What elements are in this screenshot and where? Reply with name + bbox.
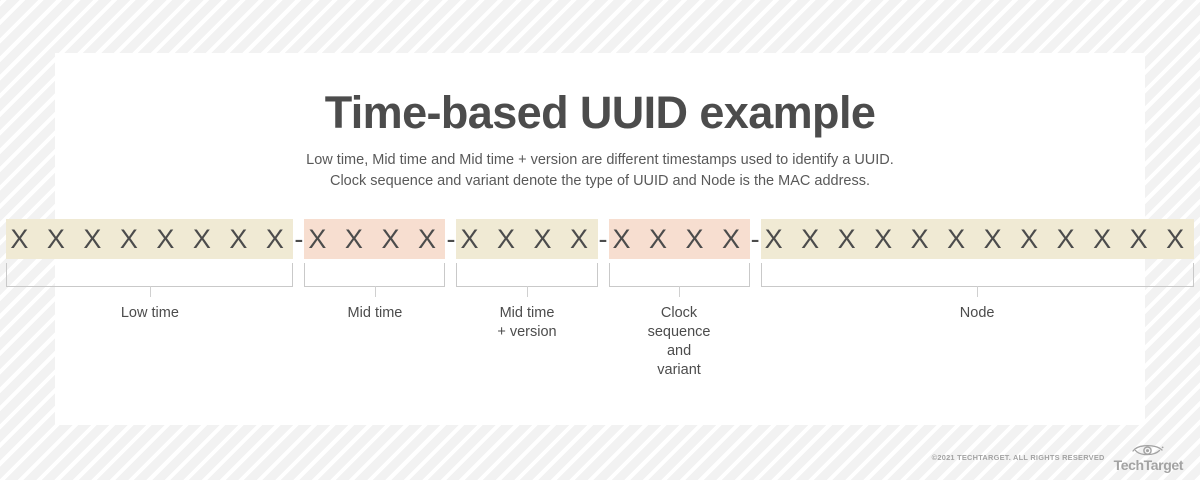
- copyright-text: ©2021 TECHTARGET. ALL RIGHTS RESERVED: [931, 452, 1105, 462]
- content-card: Time-based UUID example Low time, Mid ti…: [6, 53, 1194, 425]
- techtarget-logo: TechTarget: [1114, 442, 1183, 472]
- page-subtitle: Low time, Mid time and Mid time + versio…: [55, 150, 1145, 191]
- segment-bracket: [456, 263, 598, 298]
- segment-bracket: [6, 263, 294, 298]
- uuid-segment-node: X X X X X X X X X X X X Node: [760, 219, 1194, 379]
- uuid-separator: -: [294, 223, 304, 254]
- segment-label: Mid time + version: [497, 305, 557, 341]
- segment-label: Mid time: [347, 305, 403, 322]
- segment-label: Node: [959, 305, 995, 322]
- segment-chars: X X X X: [456, 219, 598, 260]
- uuid-segment-low-time: X X X X X X X X Low time: [6, 219, 294, 379]
- segment-chars: X X X X X X X X: [6, 219, 294, 260]
- uuid-segments-row: X X X X X X X X Low time - X X X X Mid t…: [6, 219, 1194, 379]
- segment-bracket: [304, 263, 446, 298]
- uuid-separator: -: [598, 223, 608, 254]
- eye-icon: [1132, 444, 1164, 456]
- uuid-segment-mid-time-version: X X X X Mid time + version: [456, 219, 598, 379]
- segment-chars: X X X X: [304, 219, 446, 260]
- uuid-separator: -: [446, 223, 456, 254]
- segment-bracket: [760, 263, 1194, 298]
- uuid-segment-mid-time: X X X X Mid time: [304, 219, 446, 379]
- segment-label: Low time: [120, 305, 179, 322]
- segment-chars: X X X X: [608, 219, 750, 260]
- subtitle-line-2: Clock sequence and variant denote the ty…: [329, 172, 871, 189]
- segment-label: Clock sequence and variant: [647, 305, 711, 378]
- subtitle-line-1: Low time, Mid time and Mid time + versio…: [306, 152, 894, 169]
- page-title: Time-based UUID example: [324, 87, 876, 138]
- techtarget-wordmark: TechTarget: [1113, 457, 1184, 473]
- segment-bracket: [608, 263, 750, 298]
- uuid-separator: -: [750, 223, 760, 254]
- segment-chars: X X X X X X X X X X X X: [760, 219, 1194, 260]
- uuid-segment-clock-sequence-variant: X X X X Clock sequence and variant: [608, 219, 750, 379]
- uuid-diagram: X X X X X X X X Low time - X X X X Mid t…: [6, 219, 1194, 379]
- footer: ©2021 TECHTARGET. ALL RIGHTS RESERVED Te…: [932, 442, 1183, 472]
